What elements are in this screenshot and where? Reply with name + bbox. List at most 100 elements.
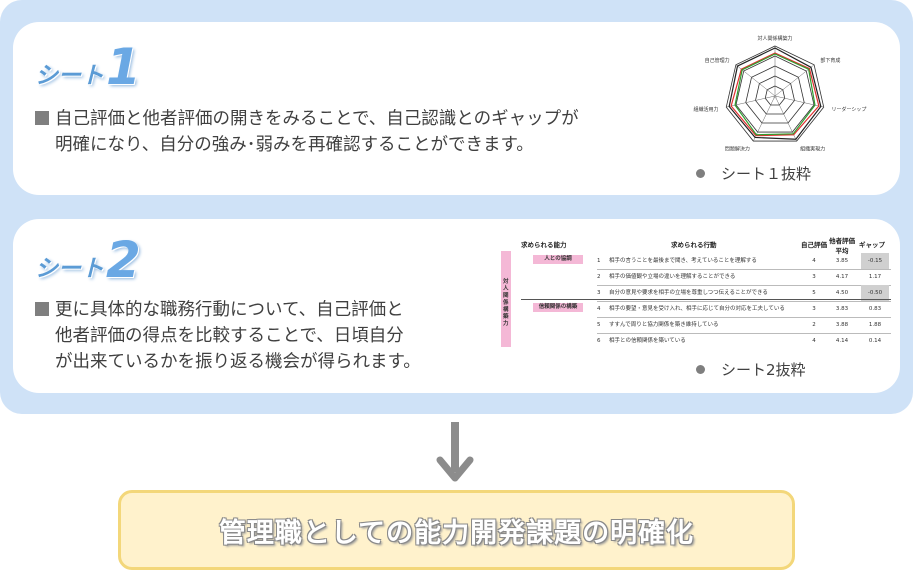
square-bullet-icon [35, 302, 49, 316]
table-header-gap: ギャップ [859, 241, 885, 249]
sheet1-title-kana: シート [35, 63, 104, 89]
row-self-score: 5 [812, 290, 816, 296]
sheet2-table-excerpt: 求められる能力 求められる行動 自己評価 他者評価平均 ギャップ 対人関係構築力… [501, 235, 891, 347]
table-row-divider [597, 269, 891, 270]
sheet1-title-number: 1 [106, 38, 141, 96]
table-side-label: 対人関係構築力 [503, 279, 509, 327]
sheet2-desc-line: が出来ているかを振り返る機会が得られます。 [55, 352, 421, 372]
sheet1-desc-line: 明確になり、自分の強み･弱みを再確認することができます。 [55, 135, 534, 155]
sheet2-description: 更に具体的な職務行動について、自己評価と 他者評価の得点を比較することで、日頃自… [35, 297, 490, 375]
sheet1-title: シート 1 [35, 42, 141, 92]
table-header-self: 自己評価 [801, 241, 827, 249]
row-other-average: 4.14 [835, 338, 849, 344]
row-behavior: 自分の意見や要求を相手の立場を尊重しつつ伝えることができる [609, 290, 768, 296]
row-number: 6 [597, 338, 601, 344]
row-gap: 0.83 [868, 306, 882, 312]
row-behavior: すすんで周りと協力関係を築き維持している [609, 322, 719, 328]
sheet2-desc-text: 更に具体的な職務行動について、自己評価と [55, 300, 404, 320]
sheet1-caption: シート１抜粋 [696, 163, 811, 184]
row-other-average: 3.85 [835, 258, 849, 264]
result-box: 管理職としての能力開発課題の明確化 [118, 490, 795, 570]
row-gap: -0.15 [861, 253, 889, 269]
square-bullet-icon [35, 111, 49, 125]
row-self-score: 2 [812, 322, 816, 328]
sheet2-desc-line: 更に具体的な職務行動について、自己評価と [35, 297, 490, 323]
sheet2-caption-text: シート2抜粋 [721, 361, 806, 379]
sheet2-card: シート 2 更に具体的な職務行動について、自己評価と 他者評価の得点を比較するこ… [13, 219, 900, 393]
sheet2-title-number: 2 [106, 231, 141, 289]
row-number: 1 [597, 258, 601, 264]
result-text: 管理職としての能力開発課題の明確化 [218, 517, 695, 549]
radar-grid-ring [745, 65, 805, 124]
radar-axis [774, 95, 824, 108]
row-behavior: 相手の要望・意見を受け入れ、相手に応じて自分の対応を工夫している [609, 306, 785, 312]
table-category: 信頼関係の構築 [533, 303, 583, 312]
table-row-divider [597, 317, 891, 318]
table-header-ability: 求められる能力 [521, 241, 567, 249]
table-row: 3 自分の意見や要求を相手の立場を尊重しつつ伝えることができる 5 4.50 -0.50 [597, 285, 891, 301]
row-behavior: 相手との信頼関係を築いている [609, 338, 686, 344]
table-side-label-bar: 対人関係構築力 [501, 251, 511, 347]
radar-axis [753, 95, 776, 142]
row-other-average: 3.83 [835, 306, 849, 312]
radar-axis [726, 95, 776, 108]
radar-center-label: あ [773, 94, 777, 99]
radar-axis-label: 問題解決力 [725, 145, 750, 152]
table-row: 5 すすんで周りと協力関係を築き維持している 2 3.88 1.88 [597, 317, 891, 333]
row-number: 4 [597, 306, 601, 312]
row-number: 5 [597, 322, 601, 328]
radar-grid-ring [735, 55, 815, 133]
table-row: 2 相手の価値観や立場の違いを理解することができる 3 4.17 1.17 [597, 269, 891, 285]
row-gap: 1.88 [868, 322, 882, 328]
table-category: 人との協調 [533, 255, 583, 264]
row-self-score: 4 [812, 338, 816, 344]
table-row: 4 相手の要望・意見を受け入れ、相手に応じて自分の対応を工夫している 3 3.83 0.… [597, 301, 891, 317]
row-other-average: 4.17 [835, 274, 849, 280]
radar-axis-label: 対人関係構築力 [757, 35, 792, 42]
table-header-behavior: 求められる行動 [671, 241, 717, 249]
row-gap: 0.14 [868, 338, 882, 344]
sheet2-caption: シート2抜粋 [696, 359, 806, 380]
sheet2-desc-line: 他者評価の得点を比較することで、日頃自分 [55, 326, 404, 346]
radar-series-line [728, 47, 822, 140]
sheet1-caption-text: シート１抜粋 [721, 165, 812, 183]
table-row-divider [597, 301, 891, 302]
row-other-average: 4.50 [835, 290, 849, 296]
radar-axis-label: 組織活用力 [693, 106, 718, 113]
radar-axis-label: リーダーシップ [832, 106, 867, 113]
bullet-dot-icon [696, 169, 705, 178]
table-row: 1 相手の言うことを最後まで聞き、考えていることを理解する 4 3.85 -0.15 [597, 253, 891, 269]
radar-axis-label: 組織実現力 [800, 145, 825, 152]
table-row: 6 相手との信頼関係を築いている 4 4.14 0.14 [597, 333, 891, 347]
radar-grid-ring [764, 85, 786, 106]
radar-series-line [734, 53, 816, 136]
row-self-score: 3 [812, 306, 816, 312]
row-behavior: 相手の言うことを最後まで聞き、考えていることを理解する [609, 258, 757, 264]
sheet1-description: 自己評価と他者評価の開きをみることで、自己認識とのギャップが 明確になり、自分の… [35, 106, 675, 158]
table-divider [521, 299, 891, 300]
row-gap: 1.17 [868, 274, 882, 280]
radar-series-line [730, 52, 820, 137]
table-row-divider [597, 333, 891, 334]
sheet1-desc-line: 自己評価と他者評価の開きをみることで、自己認識とのギャップが [35, 106, 675, 132]
radar-axis-label: 自己管理力 [705, 57, 730, 64]
row-number: 2 [597, 274, 601, 280]
radar-axis-label: 部下育成 [820, 57, 840, 64]
row-behavior: 相手の価値観や立場の違いを理解することができる [609, 274, 736, 280]
row-gap: -0.50 [861, 285, 889, 301]
bullet-dot-icon [696, 365, 705, 374]
sheet1-card: シート 1 自己評価と他者評価の開きをみることで、自己認識とのギャップが 明確に… [13, 22, 900, 195]
radar-grid-ring [725, 45, 825, 142]
table-header-other: 他者評価平均 [829, 237, 855, 255]
sheet2-title-kana: シート [35, 256, 104, 282]
radar-axis [774, 64, 815, 97]
row-number: 3 [597, 290, 601, 296]
row-self-score: 3 [812, 274, 816, 280]
radar-grid-ring [755, 75, 795, 115]
down-arrow-icon [436, 422, 474, 482]
sheet1-desc-text: 自己評価と他者評価の開きをみることで、自己認識とのギャップが [55, 109, 579, 129]
sheet2-title: シート 2 [35, 235, 141, 285]
row-other-average: 3.88 [835, 322, 849, 328]
row-self-score: 4 [812, 258, 816, 264]
